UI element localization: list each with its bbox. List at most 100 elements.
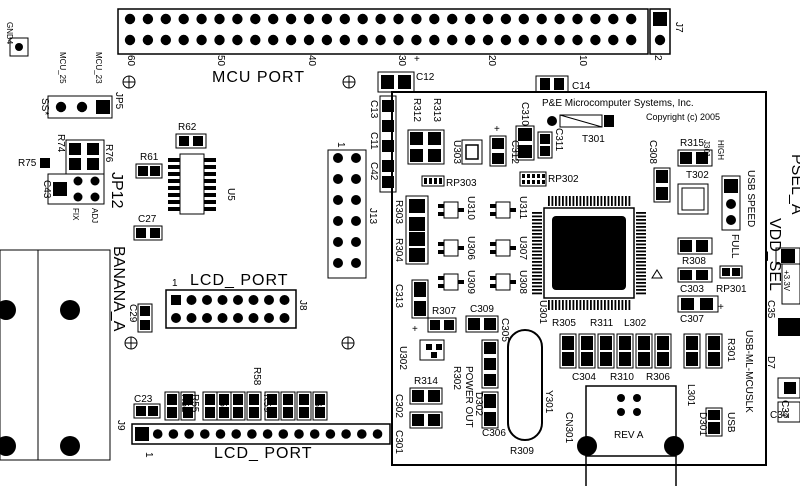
qfp-leg: [636, 271, 646, 274]
qfp-leg: [532, 254, 542, 256]
bank-pad: [299, 407, 309, 418]
svg-text:R74: R74: [55, 134, 66, 153]
row-resistor: [616, 333, 634, 369]
j9-pin: [341, 429, 351, 439]
svg-text:T301: T301: [582, 134, 605, 145]
svg-text:U5: U5: [225, 188, 236, 201]
row-pad: [657, 336, 669, 350]
qfp-leg: [636, 236, 646, 239]
j7-label: J7: [673, 22, 684, 33]
qfp-leg: [558, 300, 561, 310]
row-resistor: [578, 333, 596, 369]
j13-pin: [351, 195, 361, 205]
j8-pin: [217, 313, 228, 323]
rp302-pad: [522, 180, 525, 184]
j9-pin: [215, 429, 226, 439]
qfp-leg: [532, 250, 542, 253]
qfp-leg: [590, 196, 592, 206]
j9-pin: [200, 429, 210, 439]
u5-leg: [204, 165, 216, 169]
qfp-leg: [572, 196, 575, 206]
sot-leg: [490, 284, 496, 288]
j13-pin: [351, 258, 361, 268]
svg-text:60: 60: [125, 55, 136, 67]
j8-pin: [186, 295, 197, 305]
svg-text:R309: R309: [510, 446, 534, 457]
svg-text:D302: D302: [473, 392, 484, 416]
svg-text:R76: R76: [103, 144, 114, 163]
svg-text:C36: C36: [770, 410, 789, 421]
qfp-leg: [604, 300, 606, 310]
bank-pad: [219, 407, 229, 418]
qfp-leg: [625, 300, 627, 310]
qfp-leg: [532, 282, 542, 284]
j7-pin: [536, 13, 547, 25]
svg-text:U302: U302: [397, 346, 408, 370]
qfp-leg: [636, 257, 646, 260]
svg-text:R303: R303: [393, 200, 404, 224]
svg-text:C304: C304: [572, 372, 596, 383]
qfp-leg: [583, 196, 585, 206]
qfp-leg: [618, 196, 620, 206]
j7-pin: [268, 34, 279, 46]
qfp-leg: [532, 233, 542, 235]
sot-leg: [458, 280, 464, 284]
qfp-leg: [597, 300, 599, 310]
qfp-leg: [607, 300, 610, 310]
j8-pin: [171, 295, 181, 305]
j9-pin: [372, 429, 383, 439]
svg-text:L302: L302: [624, 318, 647, 329]
j7-plus: +: [414, 54, 420, 65]
qfp-leg: [636, 268, 646, 270]
bank-pad: [299, 394, 309, 405]
j13-pin: [333, 216, 343, 226]
j8-pin: [279, 295, 290, 305]
bank-resistor: [180, 391, 196, 421]
qfp-leg: [621, 196, 624, 206]
u5-leg: [204, 200, 216, 204]
j13-pin: [351, 216, 361, 226]
svg-text:ADJ: ADJ: [90, 208, 99, 223]
svg-text:L301: L301: [685, 384, 696, 407]
rp302-pad: [537, 180, 540, 184]
j7-pin: [142, 34, 154, 46]
j7-pin: [608, 34, 619, 46]
sot-body: [495, 273, 511, 291]
j7-pin: [590, 34, 601, 46]
qfp-leg: [636, 233, 646, 235]
u5-leg: [204, 179, 216, 183]
j9-pin: [184, 429, 194, 439]
svg-text:C312: C312: [509, 140, 520, 164]
j7-pin: [500, 34, 512, 46]
u5-leg: [204, 193, 216, 197]
qfp-leg: [636, 275, 646, 277]
qfp-leg: [636, 219, 646, 221]
c12-cap: C12: [377, 71, 435, 93]
svg-text:MCU_25: MCU_25: [58, 52, 67, 84]
svg-text:R60: R60: [312, 394, 323, 413]
svg-text:MCU_23: MCU_23: [94, 52, 103, 84]
row-pad: [619, 336, 631, 350]
copyright: Copyright (c) 2005: [646, 112, 720, 122]
u5-leg: [168, 200, 180, 204]
svg-text:R313: R313: [431, 98, 442, 122]
bank-pad: [183, 394, 193, 405]
svg-text:PSEL_A: PSEL_A: [788, 154, 800, 215]
qfp-leg: [593, 196, 596, 206]
svg-text:R75: R75: [18, 158, 37, 169]
qfp-leg: [572, 300, 575, 310]
svg-text:R305: R305: [552, 318, 576, 329]
j8-pin: [248, 313, 259, 323]
j9-pin: [278, 429, 289, 439]
u5-leg: [168, 179, 180, 183]
qfp-leg: [636, 254, 646, 256]
j7-pin: [196, 34, 207, 46]
sot-body: [495, 201, 511, 219]
j7-pin: [375, 13, 386, 25]
svg-text:C306: C306: [482, 428, 506, 439]
j13-pin: [333, 174, 343, 184]
qfp-leg: [636, 229, 646, 232]
svg-text:FIX: FIX: [71, 208, 80, 221]
svg-text:C307: C307: [680, 314, 704, 325]
r61-resistor: R61: [135, 152, 163, 179]
